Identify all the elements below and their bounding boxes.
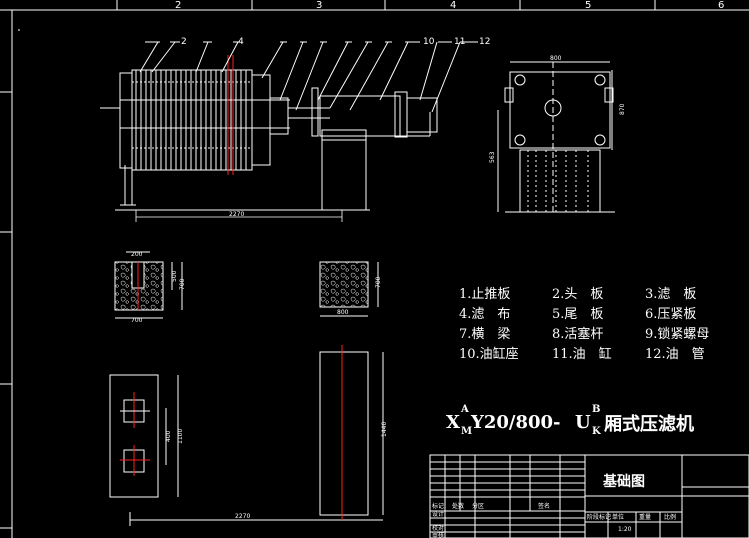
top-ruler: 2 3 4 5 6 — [175, 0, 724, 11]
title-block — [429, 454, 749, 538]
callout-4: 4 — [238, 37, 244, 47]
callout-12: 12 — [479, 37, 490, 47]
dim-text: 800 — [550, 55, 562, 62]
legend-item: 1.止推板 — [459, 287, 510, 302]
foundation-block-a — [114, 251, 183, 319]
foundation-block-b — [319, 261, 379, 317]
front-elevation — [100, 41, 478, 211]
dim-text: 870 — [619, 103, 626, 115]
dim-text: 800 — [337, 309, 349, 316]
tb-label: 校对 — [432, 524, 444, 532]
legend-item: 6.压紧板 — [645, 307, 696, 322]
tb-label: 审核 — [432, 531, 444, 538]
title-x: X — [446, 412, 460, 433]
legend-item: 10.油缸座 — [459, 346, 519, 362]
tb-label: 签名 — [538, 502, 550, 510]
dim-text: 2270 — [229, 211, 244, 218]
dim-text: 400 — [165, 430, 172, 442]
legend-item: 4.滤 布 — [459, 307, 510, 322]
title-block-text: 基础图 标记 处数 分区 签名 设计 校对 审核 阶段标记 单位 重量 比例 1… — [432, 473, 676, 538]
legend-item: 8.活塞杆 — [552, 326, 603, 342]
dim-text: 500 — [171, 270, 178, 282]
legend-item: 5.尾 板 — [552, 307, 603, 322]
title-model: Y20/800- — [470, 412, 561, 433]
ruler-label: 6 — [718, 0, 724, 11]
callout-11: 11 — [454, 37, 465, 47]
legend-item: 12.油 管 — [645, 347, 705, 362]
dim-text: 1440 — [381, 422, 388, 437]
title-name: 厢式压滤机 — [604, 413, 694, 435]
dim-text: 1100 — [177, 429, 184, 444]
tb-scale: 1:20 — [618, 526, 632, 533]
tb-label: 比例 — [664, 513, 676, 521]
dim-text: 2270 — [235, 513, 250, 520]
tb-label: 设计 — [432, 510, 444, 518]
end-view — [497, 61, 615, 215]
callout-labels: 2 4 10 11 12 — [181, 37, 490, 47]
dim-text: 700 — [375, 276, 382, 288]
tb-label: 分区 — [472, 502, 484, 510]
legend-item: 11.油 缸 — [552, 346, 612, 362]
dim-text: 200 — [131, 251, 143, 258]
title-sub-m: M — [461, 426, 472, 437]
model-title: X A M Y20/800- U B K 厢式压滤机 — [446, 404, 694, 437]
parts-legend: 1.止推板 2.头 板 3.滤 板 4.滤 布 5.尾 板 6.压紧板 7.横 … — [459, 287, 709, 362]
tb-label: 单位 — [612, 513, 624, 521]
dim-main-length — [135, 210, 343, 222]
ruler-label: 2 — [175, 0, 181, 11]
tb-label: 标记 — [432, 502, 444, 510]
ruler-label: 5 — [585, 0, 591, 11]
legend-item: 9.锁紧螺母 — [645, 326, 709, 342]
title-sup-b: B — [592, 404, 600, 415]
filter-plates — [120, 69, 290, 171]
ruler-label: 4 — [450, 0, 456, 11]
tb-label: 处数 — [452, 502, 464, 510]
dim-text: 700 — [179, 278, 186, 290]
callout-2: 2 — [181, 37, 187, 47]
legend-item: 2.头 板 — [552, 287, 603, 302]
ruler-label: 3 — [316, 0, 322, 11]
legend-item: 3.滤 板 — [645, 287, 696, 302]
drawing-name: 基础图 — [603, 473, 645, 490]
dim-text: 700 — [131, 317, 143, 324]
legend-item: 7.横 梁 — [459, 327, 510, 342]
title-sup-a: A — [460, 404, 469, 415]
dim-text: 563 — [489, 151, 496, 163]
long-foundation-block — [319, 345, 384, 520]
tb-label: 阶段标记 — [587, 513, 611, 521]
title-u: U — [575, 412, 591, 433]
title-sub-k: K — [592, 426, 601, 437]
callout-10: 10 — [423, 37, 435, 47]
tb-label: 重量 — [639, 513, 651, 521]
foundation-plan — [109, 374, 383, 526]
